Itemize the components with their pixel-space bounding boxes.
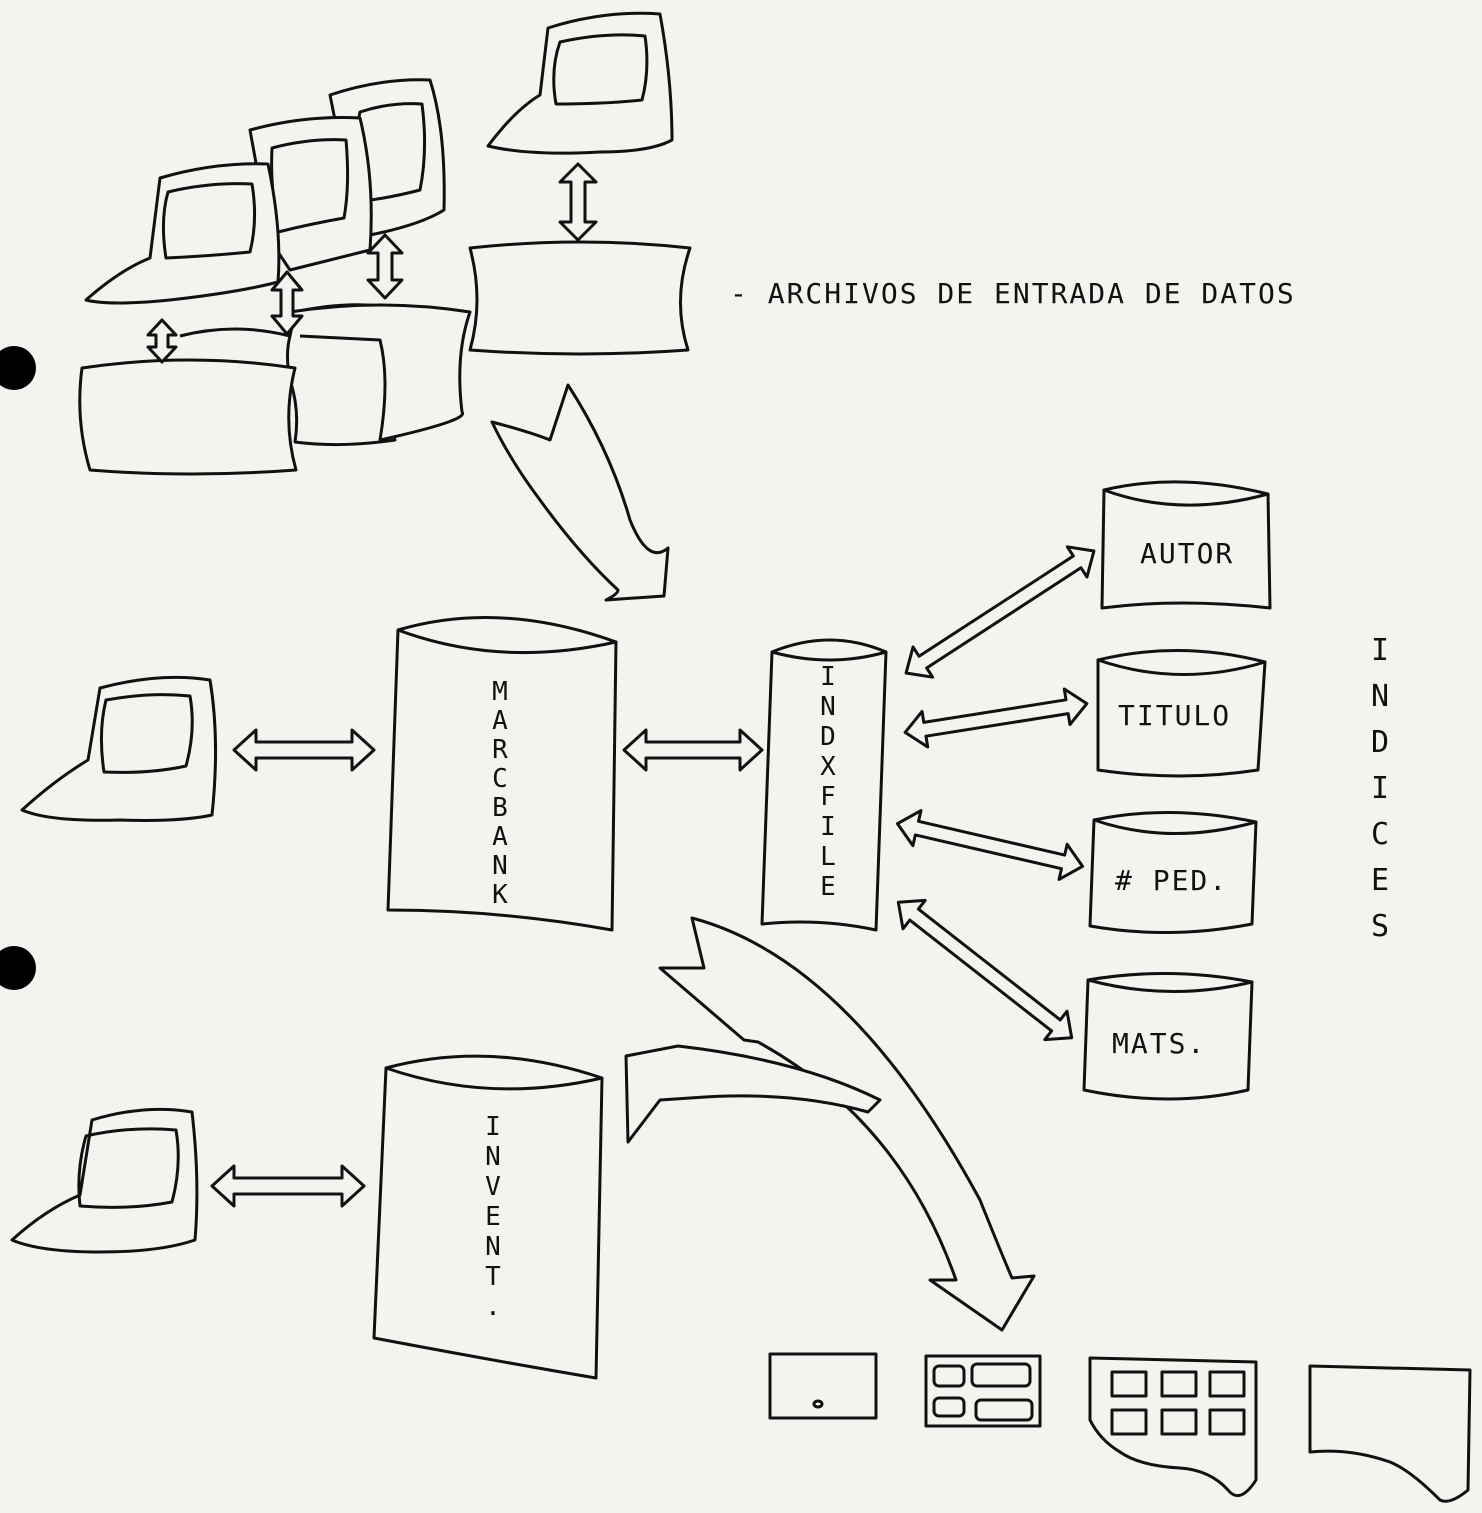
vertical-letter: K <box>492 880 508 910</box>
double-arrow-to-ped <box>893 806 1086 884</box>
double-arrow-horizontal <box>234 730 374 770</box>
report-form-icon <box>1090 1358 1256 1496</box>
card-output-icon <box>770 1354 876 1418</box>
vertical-letter: T <box>485 1262 501 1292</box>
index-label-mats: MATS. <box>1112 1027 1206 1060</box>
index-titulo: TITULO <box>1098 650 1265 776</box>
vertical-letter: I <box>1371 771 1389 806</box>
vertical-letter: F <box>820 782 836 812</box>
double-arrow-vertical <box>148 320 176 362</box>
index-label-ped: # PED. <box>1115 864 1228 897</box>
vertical-letter: S <box>1371 909 1389 944</box>
printout-icon <box>1310 1366 1470 1501</box>
entry-files-label: - ARCHIVOS DE ENTRADA DE DATOS <box>730 277 1296 310</box>
vertical-letter: E <box>485 1202 501 1232</box>
vertical-letter: N <box>485 1142 501 1172</box>
vertical-letter: I <box>820 812 836 842</box>
vertical-letter: V <box>485 1172 501 1202</box>
double-arrow-to-titulo <box>902 686 1089 750</box>
terminal-icon <box>488 13 672 153</box>
index-label-titulo: TITULO <box>1118 699 1231 732</box>
terminal-icon <box>86 164 279 303</box>
vertical-letter: A <box>492 822 508 852</box>
index-pedido: # PED. <box>1090 812 1256 932</box>
vertical-letter: B <box>492 793 508 823</box>
vertical-letter: D <box>1371 725 1389 760</box>
vertical-letter: I <box>820 662 836 692</box>
vertical-letter: X <box>820 752 836 782</box>
vertical-letter: A <box>492 706 508 736</box>
vertical-letter: R <box>492 735 508 765</box>
punch-hole-top <box>0 346 36 390</box>
vertical-letter: N <box>492 851 508 881</box>
vertical-letter: M <box>492 677 508 707</box>
double-arrow-vertical <box>368 235 402 298</box>
vertical-letter: I <box>1371 633 1389 668</box>
vertical-letter: . <box>485 1292 501 1322</box>
label-sheet-icon <box>926 1356 1040 1426</box>
vertical-letter: N <box>485 1232 501 1262</box>
index-label-autor: AUTOR <box>1140 537 1234 570</box>
double-arrow-horizontal <box>212 1166 364 1206</box>
double-arrow-horizontal <box>624 730 762 770</box>
vertical-letter: C <box>1371 817 1389 852</box>
double-arrow-to-autor <box>896 536 1103 688</box>
index-autor: AUTOR <box>1102 482 1270 608</box>
tape-file-icon <box>470 242 690 354</box>
tape-file-icon <box>80 360 296 474</box>
double-arrow-vertical <box>560 164 596 240</box>
vertical-letter: L <box>820 842 836 872</box>
flow-arrow-to-outputs <box>660 918 1034 1330</box>
vertical-letter: N <box>1371 679 1389 714</box>
vertical-letter: I <box>485 1112 501 1142</box>
vertical-letter: E <box>820 872 836 902</box>
double-arrow-to-mats <box>887 888 1083 1052</box>
vertical-letter: C <box>492 764 508 794</box>
vertical-letter: D <box>820 722 836 752</box>
terminal-icon <box>22 677 216 820</box>
vertical-letter: N <box>820 692 836 722</box>
vertical-letter: E <box>1371 863 1389 898</box>
index-mats: MATS. <box>1084 973 1252 1099</box>
flow-arrow-to-marcbank <box>492 385 668 600</box>
punch-hole-bottom <box>0 946 36 990</box>
terminal-icon <box>12 1109 197 1252</box>
